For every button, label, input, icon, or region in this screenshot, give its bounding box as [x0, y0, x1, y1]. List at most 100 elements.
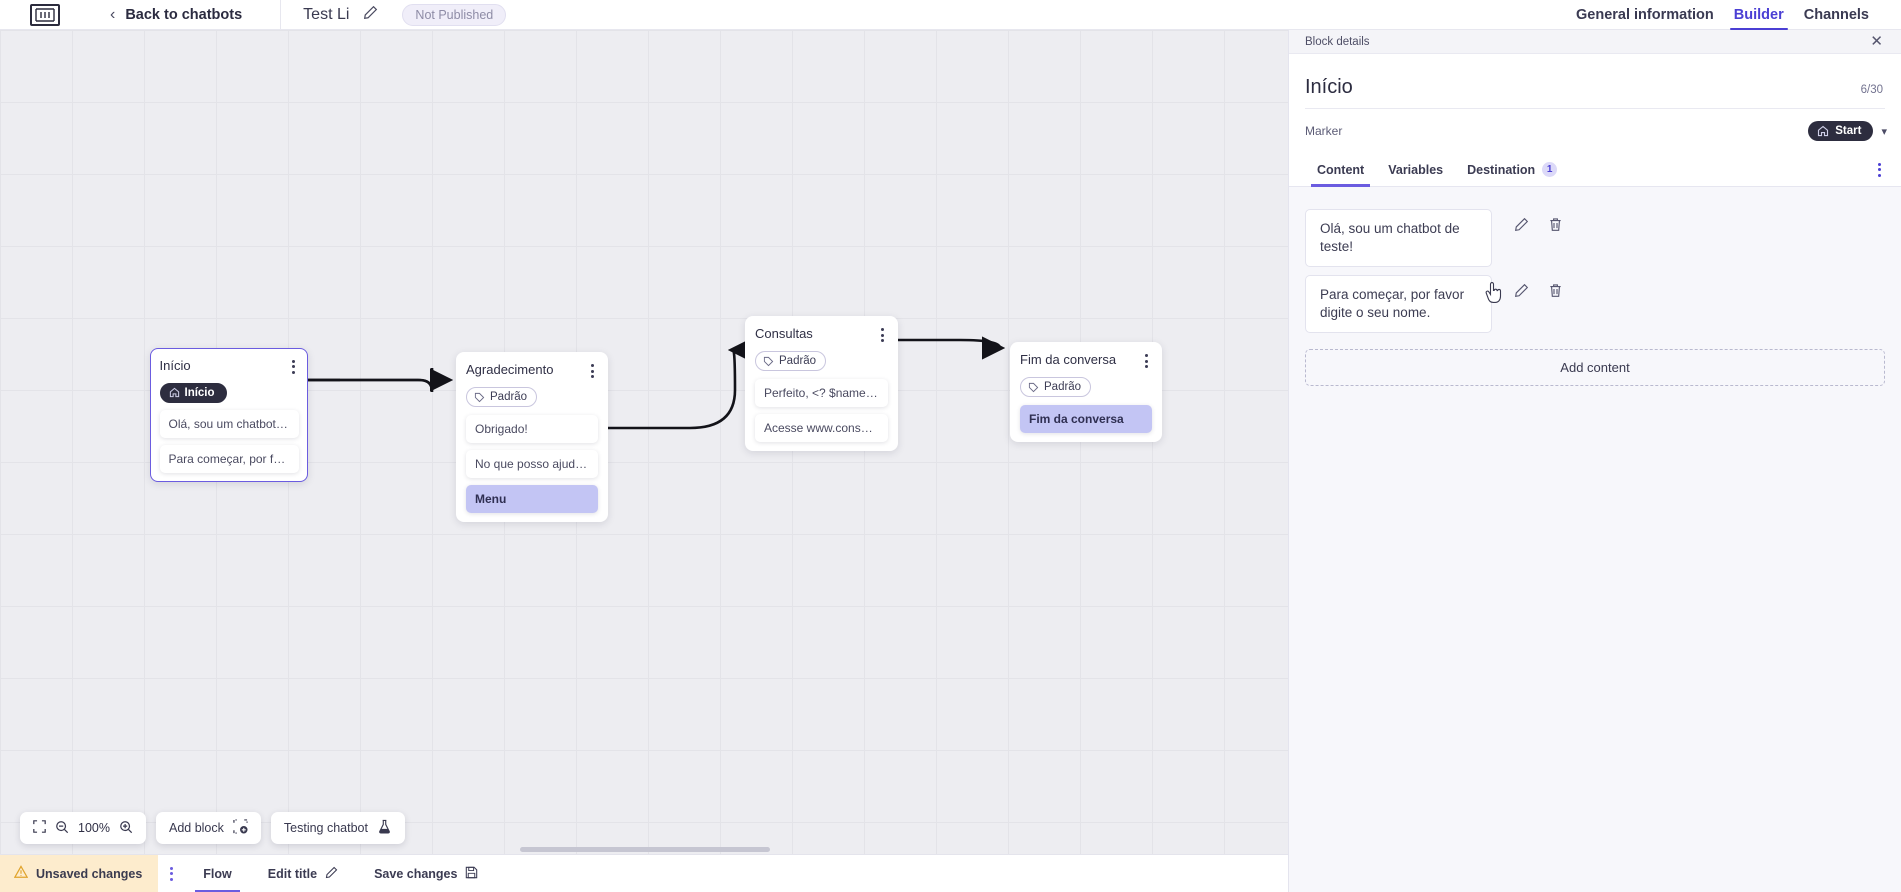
trash-icon[interactable] [1548, 217, 1563, 237]
tab-content[interactable]: Content [1305, 154, 1376, 187]
zoom-out-icon[interactable] [55, 820, 69, 837]
block-row-menu[interactable]: Fim da conversa [1020, 404, 1152, 433]
unsaved-changes-label: Unsaved changes [36, 866, 143, 881]
fit-screen-icon[interactable] [33, 820, 46, 836]
tab-channels[interactable]: Channels [1803, 7, 1869, 23]
status-bar: Unsaved changes Flow Edit title Save cha… [0, 854, 1288, 892]
back-to-chatbots-link[interactable]: Back to chatbots [125, 6, 243, 23]
trash-icon[interactable] [1548, 283, 1563, 303]
page-title: Início [1305, 76, 1353, 98]
back-chevron-icon[interactable]: ‹ [110, 5, 116, 23]
add-block-button[interactable]: Add block [155, 812, 261, 844]
block-menu-kebab-icon[interactable] [587, 362, 598, 380]
block-title: Consultas [755, 326, 813, 341]
chevron-down-icon[interactable]: ▾ [1881, 125, 1887, 138]
block-title: Fim da conversa [1020, 352, 1117, 367]
pencil-icon [325, 866, 338, 882]
close-icon[interactable]: ✕ [1870, 33, 1883, 50]
panel-header: Block details ✕ [1289, 30, 1901, 54]
edit-title-button[interactable]: Edit title [250, 855, 356, 892]
save-icon [465, 866, 478, 882]
block-row[interactable]: No que posso ajudar, <? $name ... [466, 449, 598, 478]
divider [1305, 108, 1885, 109]
marker-selector[interactable]: Start ▾ [1808, 121, 1887, 141]
block-row[interactable]: Perfeito, <? $name ?>! [755, 378, 888, 407]
tab-variables[interactable]: Variables [1376, 154, 1455, 186]
statusbar-tab-flow[interactable]: Flow [185, 855, 249, 892]
chatbot-logo-icon[interactable] [30, 3, 60, 26]
panel-tabs-kebab-icon[interactable] [1872, 162, 1887, 177]
home-icon [169, 387, 179, 398]
flow-canvas[interactable]: Início Início Olá, sou um chatbot de tes… [0, 30, 1288, 892]
tab-general-information[interactable]: General information [1576, 7, 1714, 23]
block-menu-kebab-icon[interactable] [1141, 352, 1152, 370]
tag-icon [1028, 382, 1039, 392]
block-header: Agradecimento [466, 362, 598, 380]
top-tabs: General information Builder Channels [1566, 0, 1901, 30]
block-row[interactable]: Olá, sou um chatbot de teste! [159, 410, 299, 438]
block-tag-label: Início [184, 386, 215, 399]
block-title: Início [159, 357, 191, 373]
panel-header-label: Block details [1305, 35, 1370, 48]
mouse-cursor-pointer-icon [1484, 282, 1502, 309]
block-tag-label: Padrão [490, 391, 528, 403]
block-row[interactable]: Acesse www.consultas.com par... [755, 413, 888, 442]
block-header: Início [160, 358, 299, 376]
flow-block-consultas[interactable]: Consultas Padrão Perfeito, <? $name ?>! … [745, 316, 898, 451]
bot-name: Test Li [303, 5, 350, 23]
add-block-label: Add block [168, 821, 224, 835]
tab-destination[interactable]: Destination 1 [1455, 153, 1569, 186]
block-count: 6/30 [1860, 84, 1883, 96]
unsaved-changes-indicator: Unsaved changes [0, 854, 159, 892]
edit-title-label: Edit title [267, 866, 318, 881]
warning-icon [13, 865, 29, 882]
save-changes-button[interactable]: Save changes [356, 855, 496, 892]
testing-chatbot-button[interactable]: Testing chatbot [270, 812, 405, 844]
panel-content-area: Olá, sou um chatbot de teste! Para começ… [1289, 187, 1901, 892]
block-tag-start: Início [159, 382, 227, 403]
top-bar: ‹ Back to chatbots Test Li Not Published… [0, 0, 1901, 30]
panel-title-row: Início 6/30 [1289, 54, 1901, 108]
statusbar-kebab-icon[interactable] [158, 866, 185, 881]
add-content-button[interactable]: Add content [1305, 349, 1885, 387]
save-changes-label: Save changes [374, 866, 458, 881]
flow-block-agradecimento[interactable]: Agradecimento Padrão Obrigado! No que po… [456, 352, 608, 522]
block-tag-label: Padrão [1044, 381, 1082, 393]
tag-icon [474, 392, 485, 402]
content-text[interactable]: Olá, sou um chatbot de teste! [1305, 209, 1492, 268]
block-row-menu[interactable]: Menu [466, 484, 598, 513]
content-actions [1492, 209, 1563, 237]
zoom-in-icon[interactable] [119, 820, 133, 837]
block-tag-label: Padrão [779, 355, 817, 367]
block-menu-kebab-icon[interactable] [877, 326, 888, 344]
marker-value: Start [1835, 125, 1862, 137]
content-text[interactable]: Para começar, por favor digite o seu nom… [1305, 275, 1492, 334]
block-menu-kebab-icon[interactable] [288, 358, 299, 376]
zoom-level: 100% [78, 821, 110, 835]
canvas-toolbar: 100% Add block Testing chatbot [20, 812, 405, 844]
tab-builder[interactable]: Builder [1724, 0, 1794, 30]
block-details-panel: Block details ✕ Início 6/30 Marker Start… [1288, 30, 1901, 892]
flow-block-fim-da-conversa[interactable]: Fim da conversa Padrão Fim da conversa [1010, 342, 1162, 442]
pencil-icon[interactable] [1514, 217, 1529, 237]
block-tag-default: Padrão [466, 387, 538, 407]
canvas-horizontal-scrollbar[interactable] [520, 847, 770, 852]
flask-icon [377, 819, 392, 837]
destination-count-badge: 1 [1542, 162, 1558, 177]
testing-chatbot-label: Testing chatbot [283, 821, 368, 835]
add-block-icon [233, 819, 248, 837]
block-header: Consultas [755, 326, 888, 344]
panel-tabs: Content Variables Destination 1 [1289, 153, 1901, 187]
pencil-icon[interactable] [363, 5, 378, 25]
pencil-icon[interactable] [1514, 283, 1529, 303]
block-row[interactable]: Obrigado! [466, 414, 598, 443]
content-item: Olá, sou um chatbot de teste! [1305, 209, 1885, 268]
marker-value-pill[interactable]: Start [1808, 121, 1874, 141]
zoom-control-group: 100% [20, 812, 146, 844]
panel-body: Início 6/30 Marker Start ▾ Content [1289, 54, 1901, 187]
block-row[interactable]: Para começar, por favor digite o ... [159, 445, 299, 473]
block-tag-default: Padrão [1020, 377, 1092, 397]
flow-block-inicio[interactable]: Início Início Olá, sou um chatbot de tes… [150, 348, 308, 482]
logo-glyph [35, 7, 55, 22]
